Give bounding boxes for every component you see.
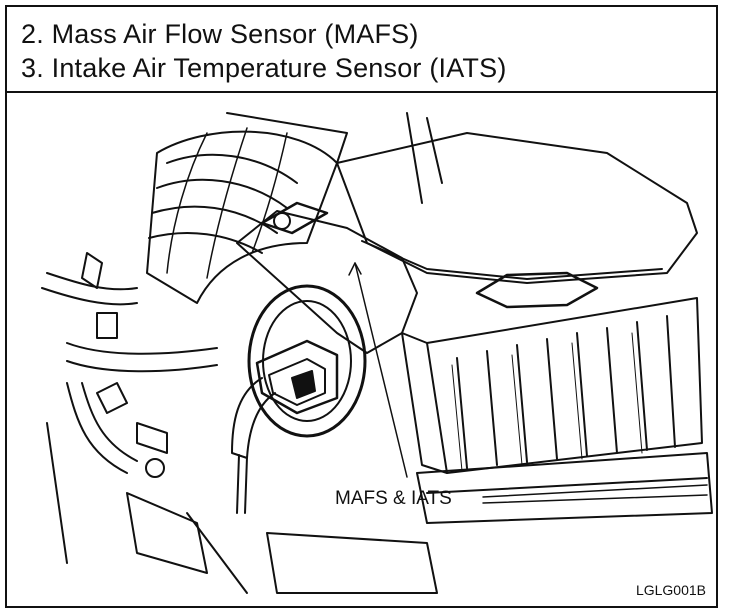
figure-frame: 2. Mass Air Flow Sensor (MAFS) 3. Intake… (5, 5, 718, 608)
figure-code: LGLG001B (635, 582, 706, 598)
callout-leaders (348, 262, 708, 504)
engine-illustration: MAFS & IATS LGLG001B (7, 93, 716, 606)
maf-sensor-body (236, 201, 418, 438)
legend-item-iats: 3. Intake Air Temperature Sensor (IATS) (21, 53, 507, 83)
legend-item-mafs: 2. Mass Air Flow Sensor (MAFS) (21, 19, 419, 49)
air-cleaner-housing (336, 132, 713, 524)
intake-duct (146, 112, 348, 304)
legend-header: 2. Mass Air Flow Sensor (MAFS) 3. Intake… (7, 7, 716, 93)
callout-label: MAFS & IATS (335, 488, 452, 509)
sensor-connector (231, 339, 339, 514)
engine-line-drawing (41, 112, 713, 594)
air-cleaner-ribs (451, 315, 676, 472)
engine-hoses (41, 112, 443, 594)
